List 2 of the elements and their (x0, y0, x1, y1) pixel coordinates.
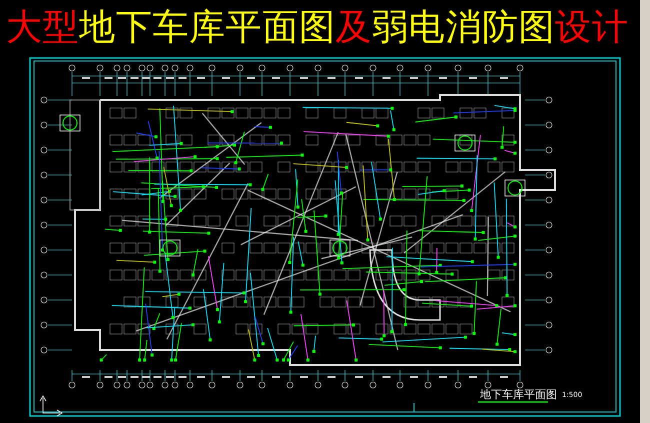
title: 大型地下车库平面图及弱电消防图设计 (6, 6, 630, 50)
drawing-caption: 地下车库平面图 (480, 388, 557, 401)
